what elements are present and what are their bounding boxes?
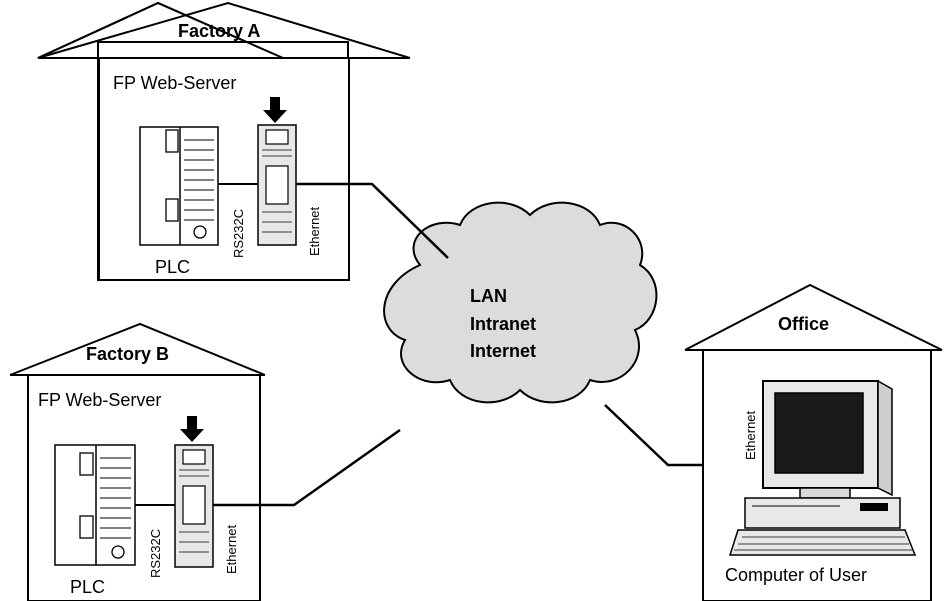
ethernet-link-factory-a xyxy=(296,182,449,259)
plc-icon xyxy=(139,126,219,246)
down-arrow-icon xyxy=(263,97,287,123)
factory-b-ethernet-label: Ethernet xyxy=(224,524,239,574)
factory-b-server-label: FP Web-Server xyxy=(38,390,161,410)
down-arrow-icon xyxy=(180,416,204,442)
office-ethernet-label: Ethernet xyxy=(743,410,758,460)
factory-a-rs232-label: RS232C xyxy=(231,209,246,258)
factory-b-title: Factory B xyxy=(86,344,169,364)
ethernet-link-factory-b xyxy=(213,428,401,507)
cloud-line-lan: LAN xyxy=(470,286,507,306)
web-server-module-icon xyxy=(174,444,214,568)
plc-icon xyxy=(54,444,136,566)
cloud-line-internet: Internet xyxy=(470,341,536,361)
factory-a-ethernet-label: Ethernet xyxy=(307,206,322,256)
factory-a-plc-label: PLC xyxy=(155,257,190,277)
computer-label: Computer of User xyxy=(725,565,867,585)
factory-a-server-label: FP Web-Server xyxy=(113,73,236,93)
factory-b-plc-label: PLC xyxy=(70,577,105,597)
office-title: Office xyxy=(778,314,829,334)
web-server-module-icon xyxy=(257,124,297,246)
factory-a-title: Factory A xyxy=(178,21,260,41)
computer-icon xyxy=(728,379,917,556)
cloud-line-intranet: Intranet xyxy=(470,314,536,334)
factory-b-rs232-label: RS232C xyxy=(148,529,163,578)
cloud-icon xyxy=(383,201,658,404)
